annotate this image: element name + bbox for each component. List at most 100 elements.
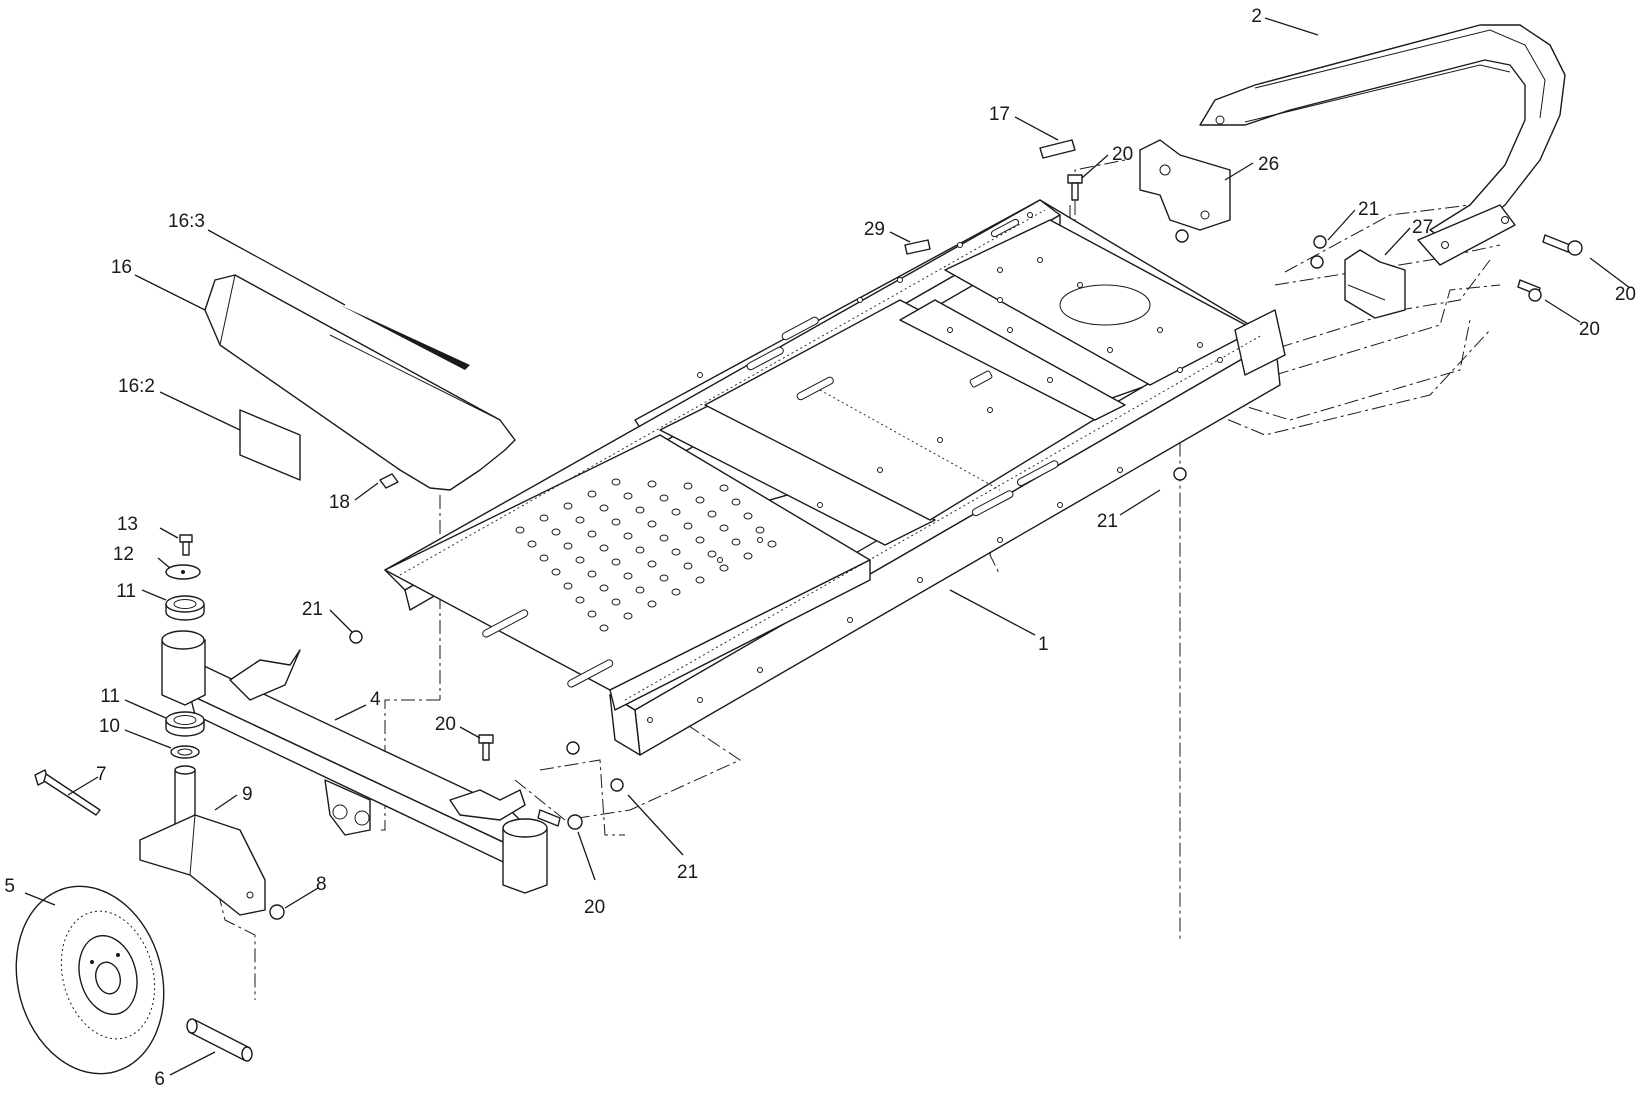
frame-hole [1057, 502, 1063, 508]
plate-hole [551, 528, 561, 536]
callout-18: 18 [329, 492, 350, 513]
plate-hole [683, 562, 693, 570]
plate-hole [539, 554, 549, 562]
plate-hole [563, 502, 573, 510]
frame-hole [947, 327, 953, 333]
plate-hole [599, 624, 609, 632]
plate-hole [671, 588, 681, 596]
plate-hole [611, 478, 621, 486]
frame-hole [847, 617, 853, 623]
plate-hole [527, 540, 537, 548]
callout-13: 13 [117, 514, 138, 535]
callout-20: 20 [1615, 284, 1636, 305]
callout-9: 9 [242, 784, 253, 805]
plate-hole [743, 552, 753, 560]
callout-16-3: 16:3 [168, 211, 205, 232]
frame-hole [817, 502, 823, 508]
plate-hole [659, 534, 669, 542]
frame-hole [1037, 257, 1043, 263]
plate-hole [623, 572, 633, 580]
plate-hole [623, 492, 633, 500]
callout-21: 21 [677, 862, 698, 883]
plate-hole [611, 518, 621, 526]
plate-hole [695, 496, 705, 504]
plate-hole [695, 536, 705, 544]
plate-hole [767, 540, 777, 548]
plate-hole [563, 542, 573, 550]
callout-20: 20 [435, 714, 456, 735]
spacer-10 [170, 745, 200, 759]
plate-hole [575, 516, 585, 524]
plate-hole [671, 508, 681, 516]
plate-hole [599, 504, 609, 512]
bracket-27 [1344, 249, 1406, 319]
plate-hole [755, 526, 765, 534]
rear-handle-bar [1199, 24, 1566, 266]
callout-6: 6 [154, 1069, 165, 1090]
frame-hole [917, 577, 923, 583]
plate-hole [731, 538, 741, 546]
frame-hole [1177, 367, 1183, 373]
plate-hole [551, 568, 561, 576]
plate-hole [587, 530, 597, 538]
cover-16 [204, 274, 516, 491]
plate-hole [539, 514, 549, 522]
plate-hole [635, 506, 645, 514]
callout-27: 27 [1412, 217, 1433, 238]
frame-holes [647, 212, 1223, 723]
frame-hole [1217, 357, 1223, 363]
frame-hole [877, 467, 883, 473]
frame-hole [697, 697, 703, 703]
bolt-7 [34, 769, 101, 816]
plate-hole [647, 560, 657, 568]
plate-hole [587, 490, 597, 498]
plate-hole [719, 484, 729, 492]
plate-hole [635, 546, 645, 554]
callout-7: 7 [96, 764, 107, 785]
frame-hole [1107, 347, 1113, 353]
frame-slots [482, 218, 1059, 688]
frame-hole [1047, 377, 1053, 383]
axle-spacer-6 [186, 1018, 253, 1062]
callout-26: 26 [1258, 154, 1279, 175]
plate-hole [563, 582, 573, 590]
caster-fork-9 [139, 765, 266, 916]
plate-hole [719, 564, 729, 572]
plate-hole [611, 558, 621, 566]
plate-hole [731, 498, 741, 506]
frame-hole [997, 267, 1003, 273]
callout-16: 16 [111, 257, 132, 278]
callout-1: 1 [1038, 634, 1049, 655]
bracket-26 [1139, 139, 1231, 231]
callout-12: 12 [113, 544, 134, 565]
frame-hole [1157, 327, 1163, 333]
plate-hole [623, 612, 633, 620]
frame-hole [647, 717, 653, 723]
plate-hole [587, 570, 597, 578]
callout-21: 21 [302, 599, 323, 620]
callout-16-2: 16:2 [118, 376, 155, 397]
caster-wheel-5 [15, 885, 165, 1075]
callout-10: 10 [99, 716, 120, 737]
front-axle-4 [161, 630, 548, 894]
frame-hole [1007, 327, 1013, 333]
frame-hole [857, 297, 863, 303]
frame-hole [957, 242, 963, 248]
plate-hole [659, 494, 669, 502]
frame-hole [997, 537, 1003, 543]
fasteners [179, 139, 1583, 920]
main-frame [384, 199, 1286, 756]
frame-hole [757, 537, 763, 543]
callout-2: 2 [1251, 6, 1262, 27]
callout-20: 20 [1112, 144, 1133, 165]
plate-hole [599, 584, 609, 592]
plate-hole [515, 526, 525, 534]
plate-hole [683, 482, 693, 490]
callout-leaders [24, 17, 1631, 1076]
plate-hole [611, 598, 621, 606]
plate-hole [743, 512, 753, 520]
plate-hole [695, 576, 705, 584]
callout-8: 8 [316, 874, 327, 895]
plate-hole [599, 544, 609, 552]
